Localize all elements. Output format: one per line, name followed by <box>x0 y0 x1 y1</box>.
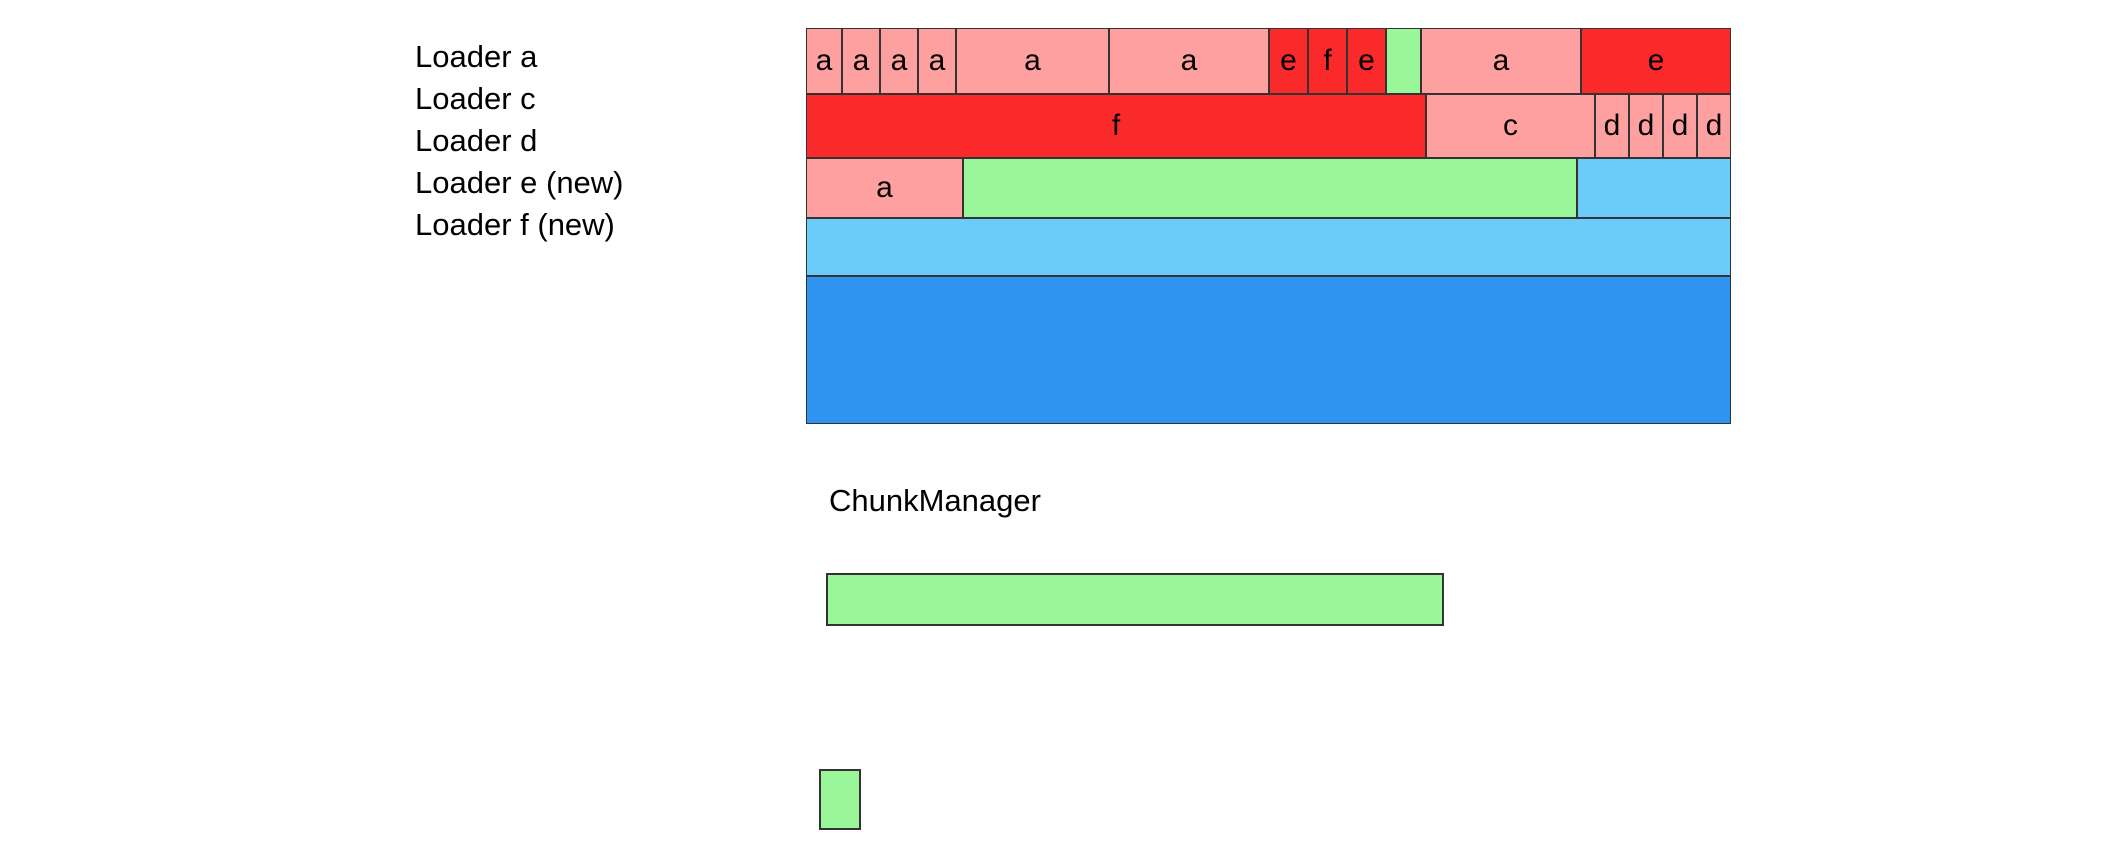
loader-label-2: Loader d <box>415 123 538 158</box>
segment-label: a <box>1024 44 1041 77</box>
timeline-segment-c[interactable]: c <box>1426 94 1595 158</box>
segment-label: a <box>928 44 946 77</box>
segment-label: d <box>1603 109 1621 142</box>
segment-label: e <box>1647 44 1665 77</box>
timeline-segment-a[interactable]: a <box>880 28 918 94</box>
chunkmanager-title: ChunkManager <box>829 483 1041 518</box>
timeline-segment-e[interactable]: e <box>1347 28 1386 94</box>
segment-label: e <box>1280 44 1297 77</box>
timeline-segment-a[interactable]: a <box>842 28 880 94</box>
timeline-segment-a[interactable]: a <box>806 28 842 94</box>
timeline-segment-blank[interactable] <box>963 158 1577 218</box>
timeline-segment-d[interactable]: d <box>1697 94 1731 158</box>
loader-label-column: Loader a Loader c Loader d Loader e (new) Lo… <box>415 36 775 246</box>
timeline-segment-e[interactable]: e <box>1581 28 1731 94</box>
timeline-segment-e[interactable]: e <box>1269 28 1308 94</box>
timeline-segment-blank[interactable] <box>806 276 1731 424</box>
loader-label-4: Loader f (new) <box>415 207 615 242</box>
segment-label: f <box>1111 109 1121 142</box>
loader-label-0: Loader a <box>415 39 538 74</box>
timeline-segment-blank[interactable] <box>1577 158 1731 218</box>
segment-label: d <box>1637 109 1655 142</box>
chunkmanager-bar <box>826 573 1444 626</box>
timeline-segment-f[interactable]: f <box>1308 28 1347 94</box>
timeline-segment-a[interactable]: a <box>1421 28 1581 94</box>
segment-label: a <box>852 44 870 77</box>
segment-label: c <box>1503 109 1518 142</box>
timeline-segment-blank[interactable] <box>806 218 1731 276</box>
timeline-segment-a[interactable]: a <box>1109 28 1269 94</box>
timeline-segment-a[interactable]: a <box>956 28 1109 94</box>
timeline-segment-d[interactable]: d <box>1595 94 1629 158</box>
segment-label: a <box>876 171 893 204</box>
segment-label: a <box>1180 44 1198 77</box>
segment-label: a <box>890 44 908 77</box>
segment-label: d <box>1705 109 1723 142</box>
timeline-segment-d[interactable]: d <box>1663 94 1697 158</box>
segment-label: d <box>1671 109 1689 142</box>
chunkmanager-legend-swatch <box>819 769 861 830</box>
timeline-segment-a[interactable]: a <box>918 28 956 94</box>
loader-e-row <box>806 218 1731 276</box>
segment-label: e <box>1358 44 1375 77</box>
timeline-segment-a[interactable]: a <box>806 158 963 218</box>
loader-label-1: Loader c <box>415 81 536 116</box>
loader-f-row <box>806 276 1731 424</box>
loader-d-row: a <box>806 158 1731 218</box>
segment-label: a <box>815 44 833 77</box>
timeline-segment-blank[interactable] <box>1386 28 1421 94</box>
timeline-segment-d[interactable]: d <box>1629 94 1663 158</box>
loader-label-3: Loader e (new) <box>415 165 624 200</box>
timeline-segment-f[interactable]: f <box>806 94 1426 158</box>
segment-label: f <box>1323 44 1332 77</box>
segment-label: a <box>1492 44 1510 77</box>
